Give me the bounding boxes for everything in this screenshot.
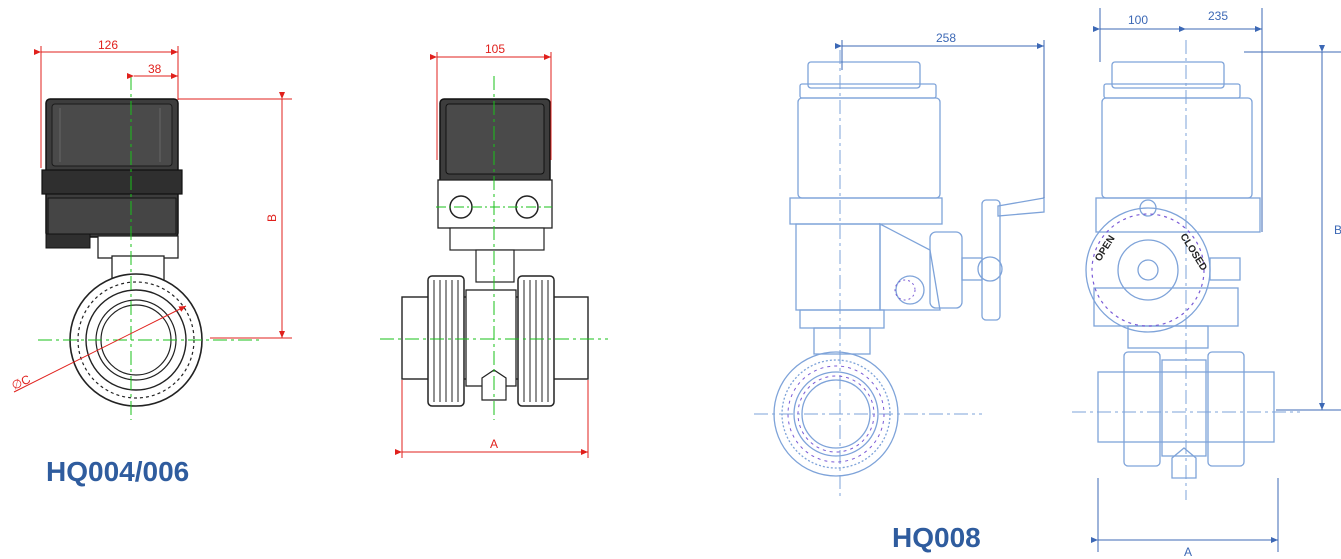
hq008-front-dimensions: 100 235 B A (1091, 8, 1341, 559)
model-title-hq004: HQ004/006 (46, 456, 190, 487)
hq008-side-dimensions: 258 (835, 31, 1045, 198)
hq008-dial-labels: OPEN CLOSED (1093, 232, 1209, 273)
hq004-front-dimensions: 105 A (395, 42, 589, 458)
dim-b-label-right: B (1334, 223, 1341, 237)
hq008-side-markers (787, 279, 916, 463)
dim-a-label-right: A (1184, 545, 1192, 559)
hq008-side-view (754, 50, 1045, 500)
hq008-front-view (1072, 40, 1300, 500)
dim-b-label: B (265, 214, 279, 222)
dial-closed-label: CLOSED (1177, 232, 1208, 273)
dim-100-label: 100 (1128, 13, 1148, 27)
dim-235-label: 235 (1208, 9, 1228, 23)
hq008-front-markers (1091, 213, 1205, 327)
hq004-side-view (38, 76, 262, 420)
hq004-front-view (380, 76, 608, 420)
dim-a-label-left: A (490, 437, 498, 451)
dim-258-label: 258 (936, 31, 956, 45)
dim-105-label: 105 (485, 42, 505, 56)
dim-diameter-label: ∅C (9, 372, 33, 393)
model-title-hq008: HQ008 (892, 522, 981, 553)
dim-126-label: 126 (98, 38, 118, 52)
dim-38-label: 38 (148, 62, 162, 76)
